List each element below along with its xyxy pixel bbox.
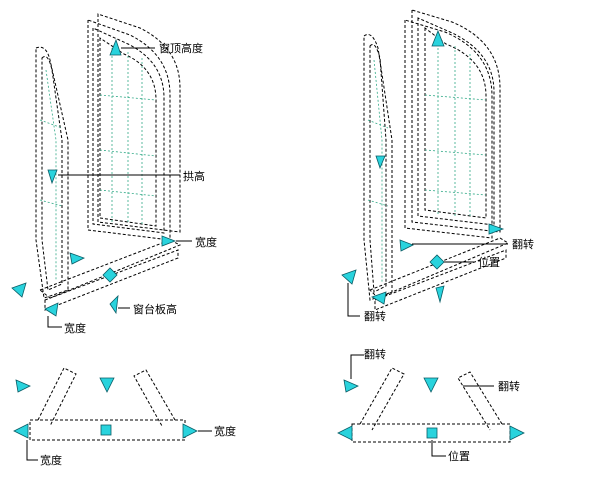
left-leaders <box>47 47 192 328</box>
grip-width-r[interactable] <box>488 223 505 235</box>
label-window-top-height: 窗顶高度 <box>159 41 203 55</box>
left-window-3d <box>35 13 182 311</box>
right-plan-leaders <box>350 354 494 457</box>
grip-arch[interactable] <box>47 169 58 185</box>
right-window-3d <box>363 9 510 311</box>
label-plan-flip-top: 翻转 <box>364 347 386 361</box>
grip-arch-r[interactable] <box>375 155 386 170</box>
plan-grip-right-arrow[interactable] <box>182 423 198 439</box>
grip-top-r[interactable] <box>431 29 445 47</box>
left-plan-leaders <box>26 430 212 461</box>
label-flip-right: 翻转 <box>512 237 534 251</box>
grip-flip-left[interactable] <box>341 269 357 285</box>
plan-grip-center[interactable] <box>100 424 112 436</box>
label-plan-flip-right: 翻转 <box>498 379 520 393</box>
label-width-right: 宽度 <box>195 235 217 249</box>
grip-position-r[interactable] <box>429 254 445 270</box>
label-arch-height: 拱高 <box>183 169 205 183</box>
plan-grip-sash-left[interactable] <box>15 379 31 393</box>
right-plan-grips <box>337 377 525 441</box>
plan-grip-flip-left[interactable] <box>343 379 359 393</box>
grip-left-arrow[interactable] <box>11 282 27 298</box>
label-sill-height: 窗台板高 <box>133 302 177 316</box>
left-window-grips <box>11 38 177 317</box>
grip-width-right[interactable] <box>161 235 177 247</box>
plan-grip-left-arrow-r[interactable] <box>337 425 353 441</box>
plan-grip-position[interactable] <box>426 427 438 439</box>
grip-sill-diamond[interactable] <box>102 267 118 283</box>
grip-bottom-r[interactable] <box>371 291 387 305</box>
grip-sill-r[interactable] <box>435 285 445 304</box>
plan-grip-right-arrow-r[interactable] <box>509 425 525 441</box>
right-window-grips <box>341 29 505 305</box>
grip-sill-height[interactable] <box>109 294 119 315</box>
plan-grip-flip-down[interactable] <box>423 377 439 393</box>
label-plan-width-bottom: 宽度 <box>40 453 62 467</box>
label-width-bottom: 宽度 <box>64 321 86 335</box>
left-plan-grips <box>13 377 198 439</box>
label-position-right: 位置 <box>478 255 500 269</box>
label-plan-width-right: 宽度 <box>214 424 236 438</box>
label-flip-left: 翻转 <box>364 309 386 323</box>
grip-sash-arrow[interactable] <box>69 252 86 265</box>
right-leaders <box>347 243 508 317</box>
grip-width-bottom[interactable] <box>44 302 59 317</box>
plan-grip-sash-down[interactable] <box>99 377 115 393</box>
plan-grip-left-arrow[interactable] <box>13 423 29 439</box>
grip-window-top[interactable] <box>109 38 122 56</box>
grip-flip-r[interactable] <box>399 239 414 252</box>
label-plan-position: 位置 <box>448 449 470 463</box>
